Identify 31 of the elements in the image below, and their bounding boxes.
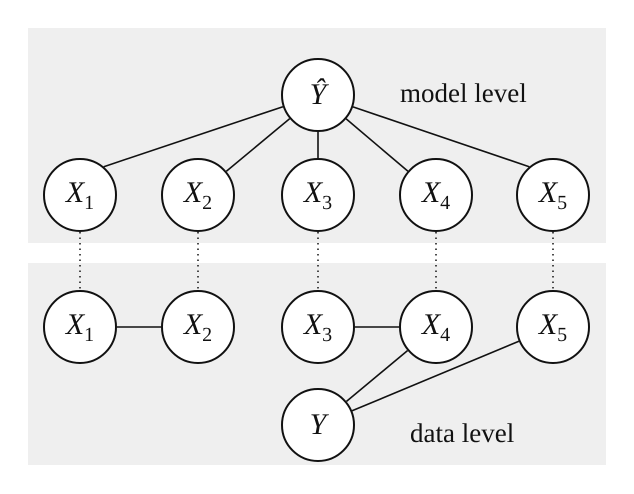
- connector-line: [317, 132, 319, 158]
- connector-line: [226, 118, 290, 172]
- connector-line: [346, 350, 408, 402]
- connector-line: [355, 326, 399, 328]
- variable-label: Y: [310, 408, 326, 442]
- connector-line: [352, 106, 530, 168]
- connector-line: [352, 340, 520, 412]
- dotted-line: [435, 232, 437, 290]
- variable-label: X$_{1}$: [66, 308, 94, 346]
- level-label: data level: [410, 418, 514, 449]
- dotted-line: [79, 232, 81, 290]
- level-band: [28, 263, 606, 465]
- variable-label: X$_{5}$: [538, 176, 568, 214]
- variable-label: X$_{3}$: [304, 308, 332, 346]
- variable-label: X$_{4}$: [422, 308, 450, 346]
- variable-label: X$_{4}$: [422, 176, 450, 214]
- connector-line: [117, 326, 161, 328]
- variable-label: X$_{5}$: [538, 308, 568, 346]
- level-label: model level: [400, 78, 527, 109]
- dotted-line: [317, 232, 319, 290]
- variable-node: [399, 290, 473, 364]
- connector-line: [346, 118, 408, 172]
- level-band: [28, 28, 606, 243]
- dotted-line: [197, 232, 199, 290]
- variable-label: X$_{2}$: [184, 308, 212, 346]
- variable-label: Ŷ: [310, 78, 326, 112]
- variable-label: X$_{3}$: [304, 176, 332, 214]
- variable-label: X$_{2}$: [184, 176, 212, 214]
- connector-line: [104, 106, 284, 168]
- variable-label: X$_{1}$: [66, 176, 94, 214]
- dotted-line: [552, 232, 554, 290]
